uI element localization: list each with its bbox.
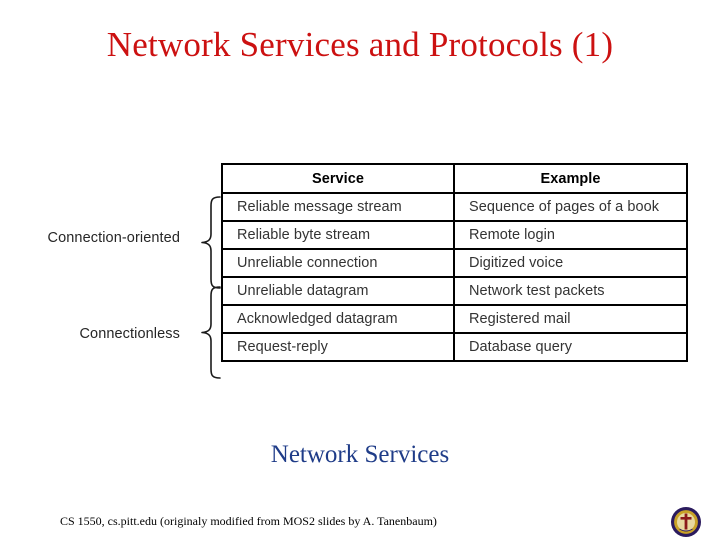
category-label-connectionless: Connectionless xyxy=(79,326,180,342)
cell-example: Remote login xyxy=(453,220,688,250)
table-row: Request-reply Database query xyxy=(221,332,688,362)
table-row: Reliable byte stream Remote login xyxy=(221,220,688,250)
figure-caption: Network Services xyxy=(270,441,450,468)
footer-attribution: CS 1550, cs.pitt.edu (originaly modified… xyxy=(60,514,437,528)
cell-example: Network test packets xyxy=(453,276,688,306)
brace-connection-oriented-icon xyxy=(186,196,222,289)
table-header-row: Service Example xyxy=(221,163,688,194)
brace-connectionless-icon xyxy=(186,286,222,379)
cell-service: Acknowledged datagram xyxy=(221,304,455,334)
cell-service: Reliable message stream xyxy=(221,192,455,222)
cell-service: Unreliable connection xyxy=(221,248,455,278)
cell-example: Registered mail xyxy=(453,304,688,334)
university-seal-icon xyxy=(670,506,702,538)
table-row: Reliable message stream Sequence of page… xyxy=(221,192,688,222)
column-header-example: Example xyxy=(453,163,688,194)
page-title: Network Services and Protocols (1) xyxy=(106,25,614,64)
cell-service: Unreliable datagram xyxy=(221,276,455,306)
table-row: Acknowledged datagram Registered mail xyxy=(221,304,688,334)
cell-service: Reliable byte stream xyxy=(221,220,455,250)
table-row: Unreliable connection Digitized voice xyxy=(221,248,688,278)
table-row: Unreliable datagram Network test packets xyxy=(221,276,688,306)
network-services-table: Service Example Reliable message stream … xyxy=(221,163,688,362)
cell-example: Database query xyxy=(453,332,688,362)
column-header-service: Service xyxy=(221,163,455,194)
cell-example: Sequence of pages of a book xyxy=(453,192,688,222)
cell-example: Digitized voice xyxy=(453,248,688,278)
category-label-connection-oriented: Connection-oriented xyxy=(47,230,180,246)
cell-service: Request-reply xyxy=(221,332,455,362)
